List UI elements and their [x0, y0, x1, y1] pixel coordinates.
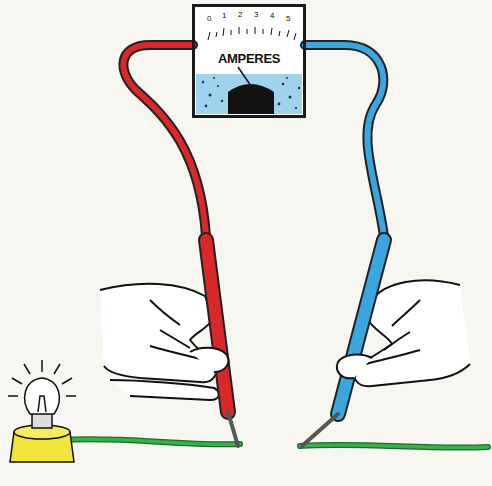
scale-number: 2: [238, 10, 242, 19]
scale-number: 3: [254, 10, 258, 19]
light-bulb: [8, 360, 76, 462]
right-thumb: [337, 355, 372, 379]
scale-number: 0: [207, 14, 211, 23]
red-probe: [206, 240, 238, 446]
blue-probe: [302, 240, 384, 446]
left-hand: [100, 284, 219, 400]
scale-number: 5: [286, 14, 290, 23]
scale-number: 4: [270, 11, 274, 20]
ammeter-face: [194, 6, 304, 116]
blue-test-lead: [305, 45, 384, 236]
circuit-wire: [62, 439, 488, 448]
meter-unit-label: AMPERES: [218, 51, 280, 66]
left-thumb: [190, 348, 228, 372]
scale-number: 1: [222, 11, 226, 20]
